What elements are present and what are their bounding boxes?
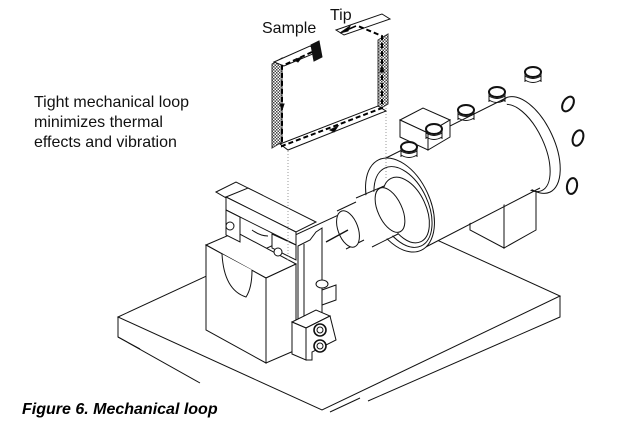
tip-label: Tip <box>330 7 352 24</box>
loop-annotation: Tight mechanical loop minimizes thermal … <box>34 93 189 153</box>
annotation-line: minimizes thermal <box>34 114 163 131</box>
figure-caption: Figure 6. Mechanical loop <box>22 401 218 418</box>
adjustment-screws <box>401 67 585 195</box>
sample-clamp <box>216 182 336 360</box>
annotation-line: Tight mechanical loop <box>34 94 190 111</box>
probe-tip <box>326 230 348 242</box>
sample-holder-block <box>206 232 296 363</box>
sample-label: Sample <box>262 20 317 37</box>
annotation-line: effects and vibration <box>34 134 177 151</box>
scanner-tube-housing <box>326 87 574 263</box>
tip-holder <box>332 208 364 251</box>
mechanical-loop-diagram <box>272 14 390 260</box>
